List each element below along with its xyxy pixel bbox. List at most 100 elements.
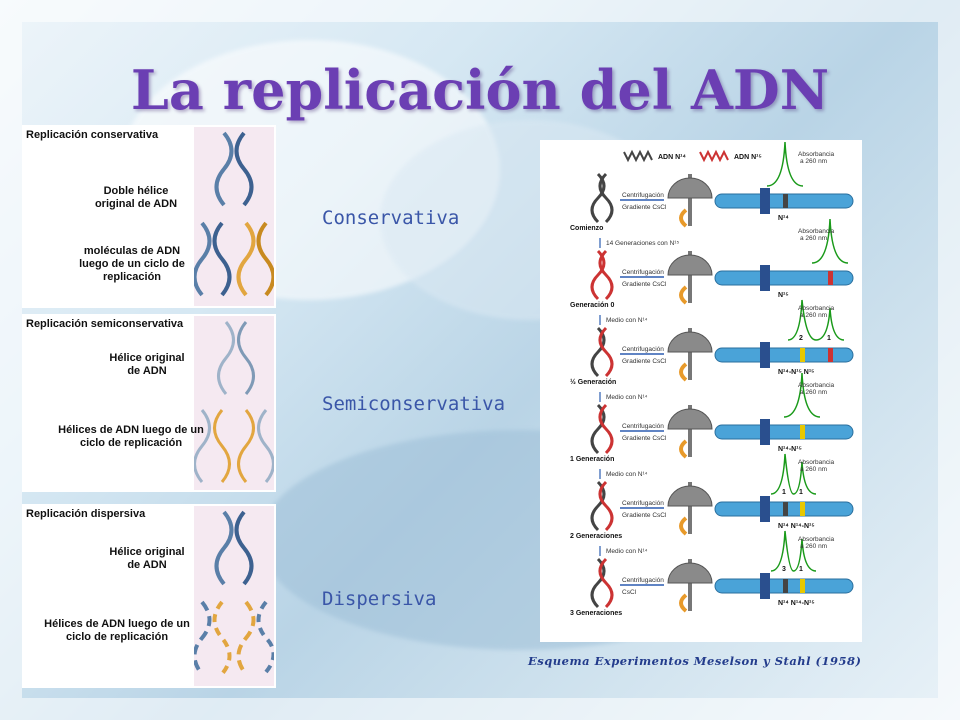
rotation-arrow-icon [679,362,688,382]
conservative-helices [194,131,274,297]
top-label: Hélice original de ADN [109,352,185,377]
gradient-label: Gradiente CsCl [622,281,667,288]
top-label: Hélice original de ADN [109,546,185,571]
tube-cap [760,419,770,445]
absorbance-curve [770,530,817,572]
centrifugation-label: Centrifugación [622,500,664,507]
stage-label: 3 Generaciones [570,610,622,617]
centrifugation-label: Centrifugación [622,192,664,199]
dispersive-panel: Replicación dispersiva Hélice original d… [22,504,276,688]
bottom-label: moléculas de ADN luego de un ciclo de re… [79,245,185,283]
dispersive-helices [194,510,274,676]
stage-label: Generación 0 [570,302,614,309]
absorbance-label: Absorbancia [798,228,835,235]
wavelength-label: a 260 nm [800,389,827,396]
rotor-icon [667,331,713,353]
band-mark [783,579,788,593]
band-mark [800,579,805,593]
figure-caption: Esquema Experimentos Meselson y Stahl (1… [528,654,862,668]
centrifugation-label: Centrifugación [622,423,664,430]
wavelength-label: a 260 nm [800,312,827,319]
absorbance-curve [766,141,804,187]
sample-helix-icon [598,403,614,455]
medium-label: Medio con N¹⁴ [606,394,648,401]
band-label: N¹⁴ [778,215,789,222]
rotor-icon [667,254,713,276]
sample-helix-icon [590,557,606,609]
tube-cap [760,342,770,368]
band-mark [828,348,833,362]
n14-legend-icon [623,149,653,163]
rotation-arrow-icon [679,439,688,459]
sample-helix-icon [590,480,606,532]
tube-cap [760,265,770,291]
ratio-label: 1 [799,566,803,573]
wavelength-label: a 260 nm [800,543,827,550]
sample-helix-icon [598,480,614,532]
tube-icon [714,424,854,440]
ratio-label: 1 [827,335,831,342]
tube-cap [760,188,770,214]
panel-title: Replicación semiconservativa [26,318,184,330]
medium-label: Medio con N¹⁴ [606,317,648,324]
rotation-arrow-icon [679,593,688,613]
page-title: La replicación del ADN [130,58,830,122]
absorbance-label: Absorbancia [798,151,835,158]
rotor-icon [667,562,713,584]
gradient-label: Gradiente CsCl [622,358,667,365]
bottom-label: Hélices de ADN luego de un ciclo de repl… [58,424,204,449]
band-label: N¹⁴ N¹⁴-N¹⁵ [778,523,815,530]
dispersed-helix-icon [236,600,274,676]
ratio-label: 2 [799,335,803,342]
ratio-label: 3 [782,566,786,573]
gradient-label: Gradiente CsCl [622,512,667,519]
top-label: Doble hélice original de ADN [94,185,178,210]
tube-icon [714,270,854,286]
absorbance-label: Absorbancia [798,305,835,312]
legend-n14: ADN N¹⁴ [658,154,686,161]
medium-label: Medio con N¹⁴ [606,471,648,478]
tube-cap [760,573,770,599]
rotation-arrow-icon [679,516,688,536]
band-mark [800,425,805,439]
stage-label: 1 Generación [570,456,614,463]
gradient-label: CsCl [622,589,637,596]
original-helix-icon [217,321,255,395]
band-label: N¹⁴-N¹⁵ [778,446,802,453]
legend-n15: ADN N¹⁵ [734,154,762,161]
helix-strip [194,127,274,306]
sample-helix-icon [598,326,614,378]
model-conservative: Conservativa [322,207,460,229]
sample-helix-icon [590,249,606,301]
rotation-arrow-icon [679,285,688,305]
centrifugation-label: Centrifugación [622,346,664,353]
model-semiconservative: Semiconservativa [322,393,506,415]
rotation-arrow-icon [679,208,688,228]
panel-title: Replicación dispersiva [26,508,146,520]
rotor-icon [667,485,713,507]
model-dispersive: Dispersiva [322,588,437,610]
band-mark [800,502,805,516]
hybrid-helix-icon [194,409,231,483]
sample-helix-icon [598,172,614,224]
ratio-label: 1 [782,489,786,496]
sample-helix-icon [598,557,614,609]
centrifugation-label: Centrifugación [622,577,664,584]
wavelength-label: a 260 nm [800,466,827,473]
medium-label: Medio con N¹⁴ [606,548,648,555]
absorbance-label: Absorbancia [798,536,835,543]
gradient-label: Gradiente CsCl [622,204,667,211]
gradient-label: Gradiente CsCl [622,435,667,442]
tube-cap [760,496,770,522]
absorbance-label: Absorbancia [798,382,835,389]
band-label: N¹⁵ [778,292,789,299]
absorbance-curve [783,372,821,418]
dispersed-helix-icon [194,600,232,676]
conservative-panel: Replicación conservativa Doble hélice or… [22,125,276,308]
semiconservative-panel: Replicación semiconservativa Hélice orig… [22,314,276,492]
stage-label: 2 Generaciones [570,533,622,540]
stage-label: ½ Generación [570,378,616,386]
